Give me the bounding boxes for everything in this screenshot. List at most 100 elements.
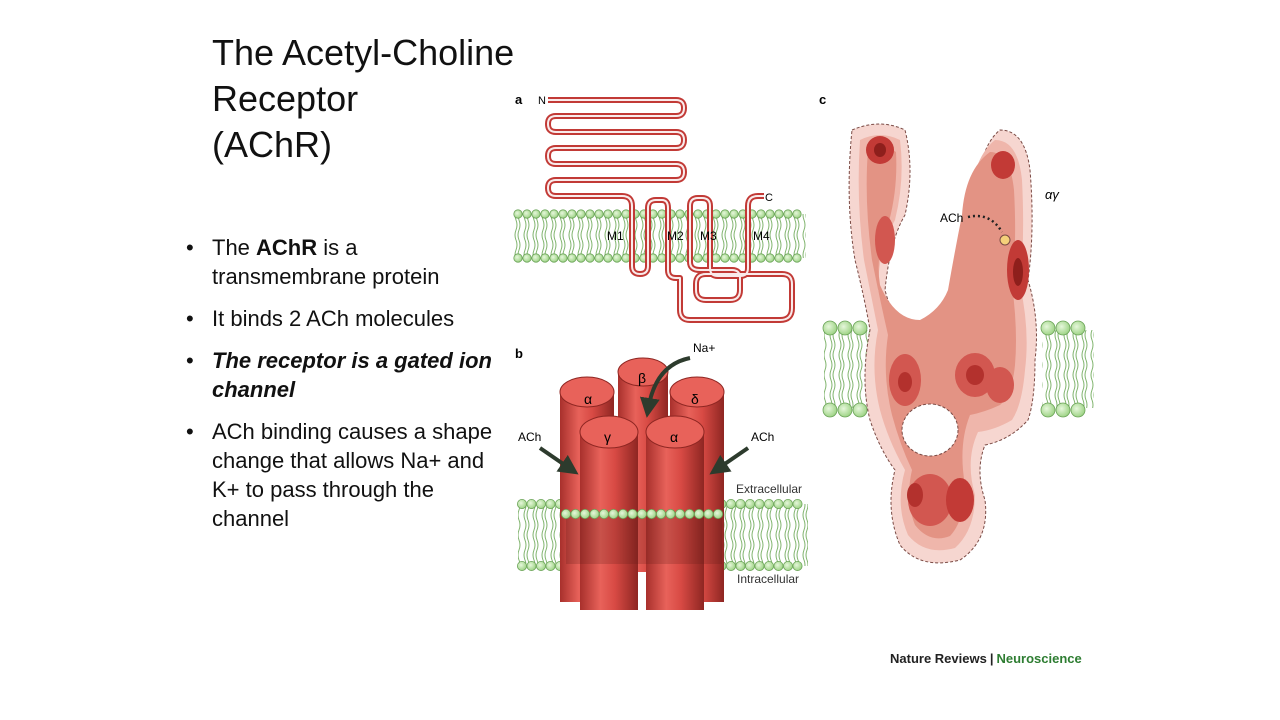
- lipid-head: [703, 508, 714, 519]
- panel-c-label: c: [819, 92, 826, 107]
- panel-c-ach-pointer: [967, 214, 1004, 233]
- lipid-head: [1055, 320, 1071, 336]
- lipid-head: [792, 253, 802, 263]
- lipid-head: [756, 253, 766, 263]
- na-ion-arrow: [639, 356, 691, 418]
- credit-separator: |: [989, 651, 994, 666]
- lipid-head: [558, 253, 568, 263]
- lipid-head: [665, 508, 676, 519]
- lipid-head: [720, 209, 730, 219]
- lipid-head: [531, 209, 541, 219]
- lipid-head: [765, 253, 775, 263]
- title-line-3: (AChR): [212, 124, 333, 165]
- lipid-head: [852, 320, 868, 336]
- lipid-head: [656, 508, 667, 519]
- bullet-text: is a transmembrane protein: [212, 235, 440, 289]
- lipid-head: [764, 498, 775, 509]
- lipid-head: [792, 209, 802, 219]
- lipid-head: [735, 561, 746, 572]
- lipid-head: [567, 253, 577, 263]
- na-ion-label: Na+: [693, 341, 715, 355]
- lipid-head: [735, 498, 746, 509]
- lipid-head: [773, 498, 784, 509]
- bullet-list: The AChR is a transmembrane protein It b…: [186, 233, 496, 546]
- lipid-head: [657, 253, 667, 263]
- lipid-head: [608, 508, 619, 519]
- panel-b: b β α δ γ α Na+: [515, 341, 808, 610]
- lipid-head: [618, 508, 629, 519]
- subunit-gamma-label: γ: [604, 429, 611, 445]
- lipid-head: [1040, 402, 1056, 418]
- lipid-head: [675, 209, 685, 219]
- lipid-head: [540, 209, 550, 219]
- lipid-head: [684, 508, 695, 519]
- lipid-head: [657, 209, 667, 219]
- alpha-gamma-label: αγ: [1045, 187, 1060, 202]
- lipid-head: [729, 209, 739, 219]
- lipid-head: [558, 209, 568, 219]
- panel-b-label: b: [515, 346, 523, 361]
- lipid-head: [522, 209, 532, 219]
- lipid-head: [783, 561, 794, 572]
- n-terminus-label: N: [538, 95, 546, 107]
- bullet-bold-term: AChR: [256, 235, 318, 260]
- lipid-head: [531, 253, 541, 263]
- title-line-1: The Acetyl-Choline: [212, 32, 515, 73]
- lipid-head: [603, 253, 613, 263]
- ach-right-label: ACh: [751, 430, 774, 444]
- lipid-head: [745, 498, 756, 509]
- panel-a: a N C M1 M2 M3 M4: [513, 92, 806, 323]
- lipid-head: [536, 561, 547, 572]
- lipid-head: [594, 253, 604, 263]
- lipid-head: [774, 253, 784, 263]
- bullet-item: The receptor is a gated ion channel: [186, 346, 496, 404]
- lipid-head: [783, 498, 794, 509]
- lipid-head: [1070, 320, 1086, 336]
- lipid-head: [693, 209, 703, 219]
- lipid-head: [783, 253, 793, 263]
- panel-c-membrane-right: [1040, 320, 1094, 418]
- lipid-head: [729, 253, 739, 263]
- lipid-head: [513, 209, 523, 219]
- panel-c: c: [819, 92, 1094, 564]
- lipid-head: [792, 498, 803, 509]
- lipid-head: [726, 498, 737, 509]
- lipid-head: [589, 508, 600, 519]
- bullet-bold-italic-text: The receptor is a gated ion channel: [212, 348, 492, 402]
- segment-m3-label: M3: [700, 229, 717, 243]
- lipid-head: [526, 561, 537, 572]
- lipid-head: [837, 320, 853, 336]
- lipid-head: [764, 561, 775, 572]
- lipid-head: [549, 209, 559, 219]
- ach-left-arrow: [538, 446, 579, 475]
- lipid-head: [713, 508, 724, 519]
- credit-journal: Nature Reviews: [890, 651, 987, 666]
- panel-c-ach-label: ACh: [940, 211, 963, 225]
- lipid-head: [745, 561, 756, 572]
- subunit-alpha-1-label: α: [584, 391, 592, 407]
- subunit-alpha-2-label: α: [670, 429, 678, 445]
- lipid-head: [792, 561, 803, 572]
- bullet-item: ACh binding causes a shape change that a…: [186, 417, 496, 533]
- lipid-head: [522, 253, 532, 263]
- lipid-head: [513, 253, 523, 263]
- panel-a-membrane: [513, 209, 806, 263]
- lipid-head: [637, 508, 648, 519]
- lipid-head: [1040, 320, 1056, 336]
- lipid-head: [756, 209, 766, 219]
- lipid-head: [754, 498, 765, 509]
- segment-m1-label: M1: [607, 229, 624, 243]
- lipid-head: [585, 253, 595, 263]
- lipid-head: [621, 253, 631, 263]
- lipid-head: [561, 508, 572, 519]
- lipid-head: [517, 561, 528, 572]
- bullet-text: It binds 2 ACh molecules: [212, 306, 455, 331]
- lipid-head: [612, 209, 622, 219]
- lipid-head: [852, 402, 868, 418]
- lipid-head: [526, 498, 537, 509]
- lipid-head: [694, 508, 705, 519]
- lipid-head: [837, 402, 853, 418]
- segment-m4-label: M4: [753, 229, 770, 243]
- bullet-item: It binds 2 ACh molecules: [186, 304, 496, 333]
- lipid-head: [693, 253, 703, 263]
